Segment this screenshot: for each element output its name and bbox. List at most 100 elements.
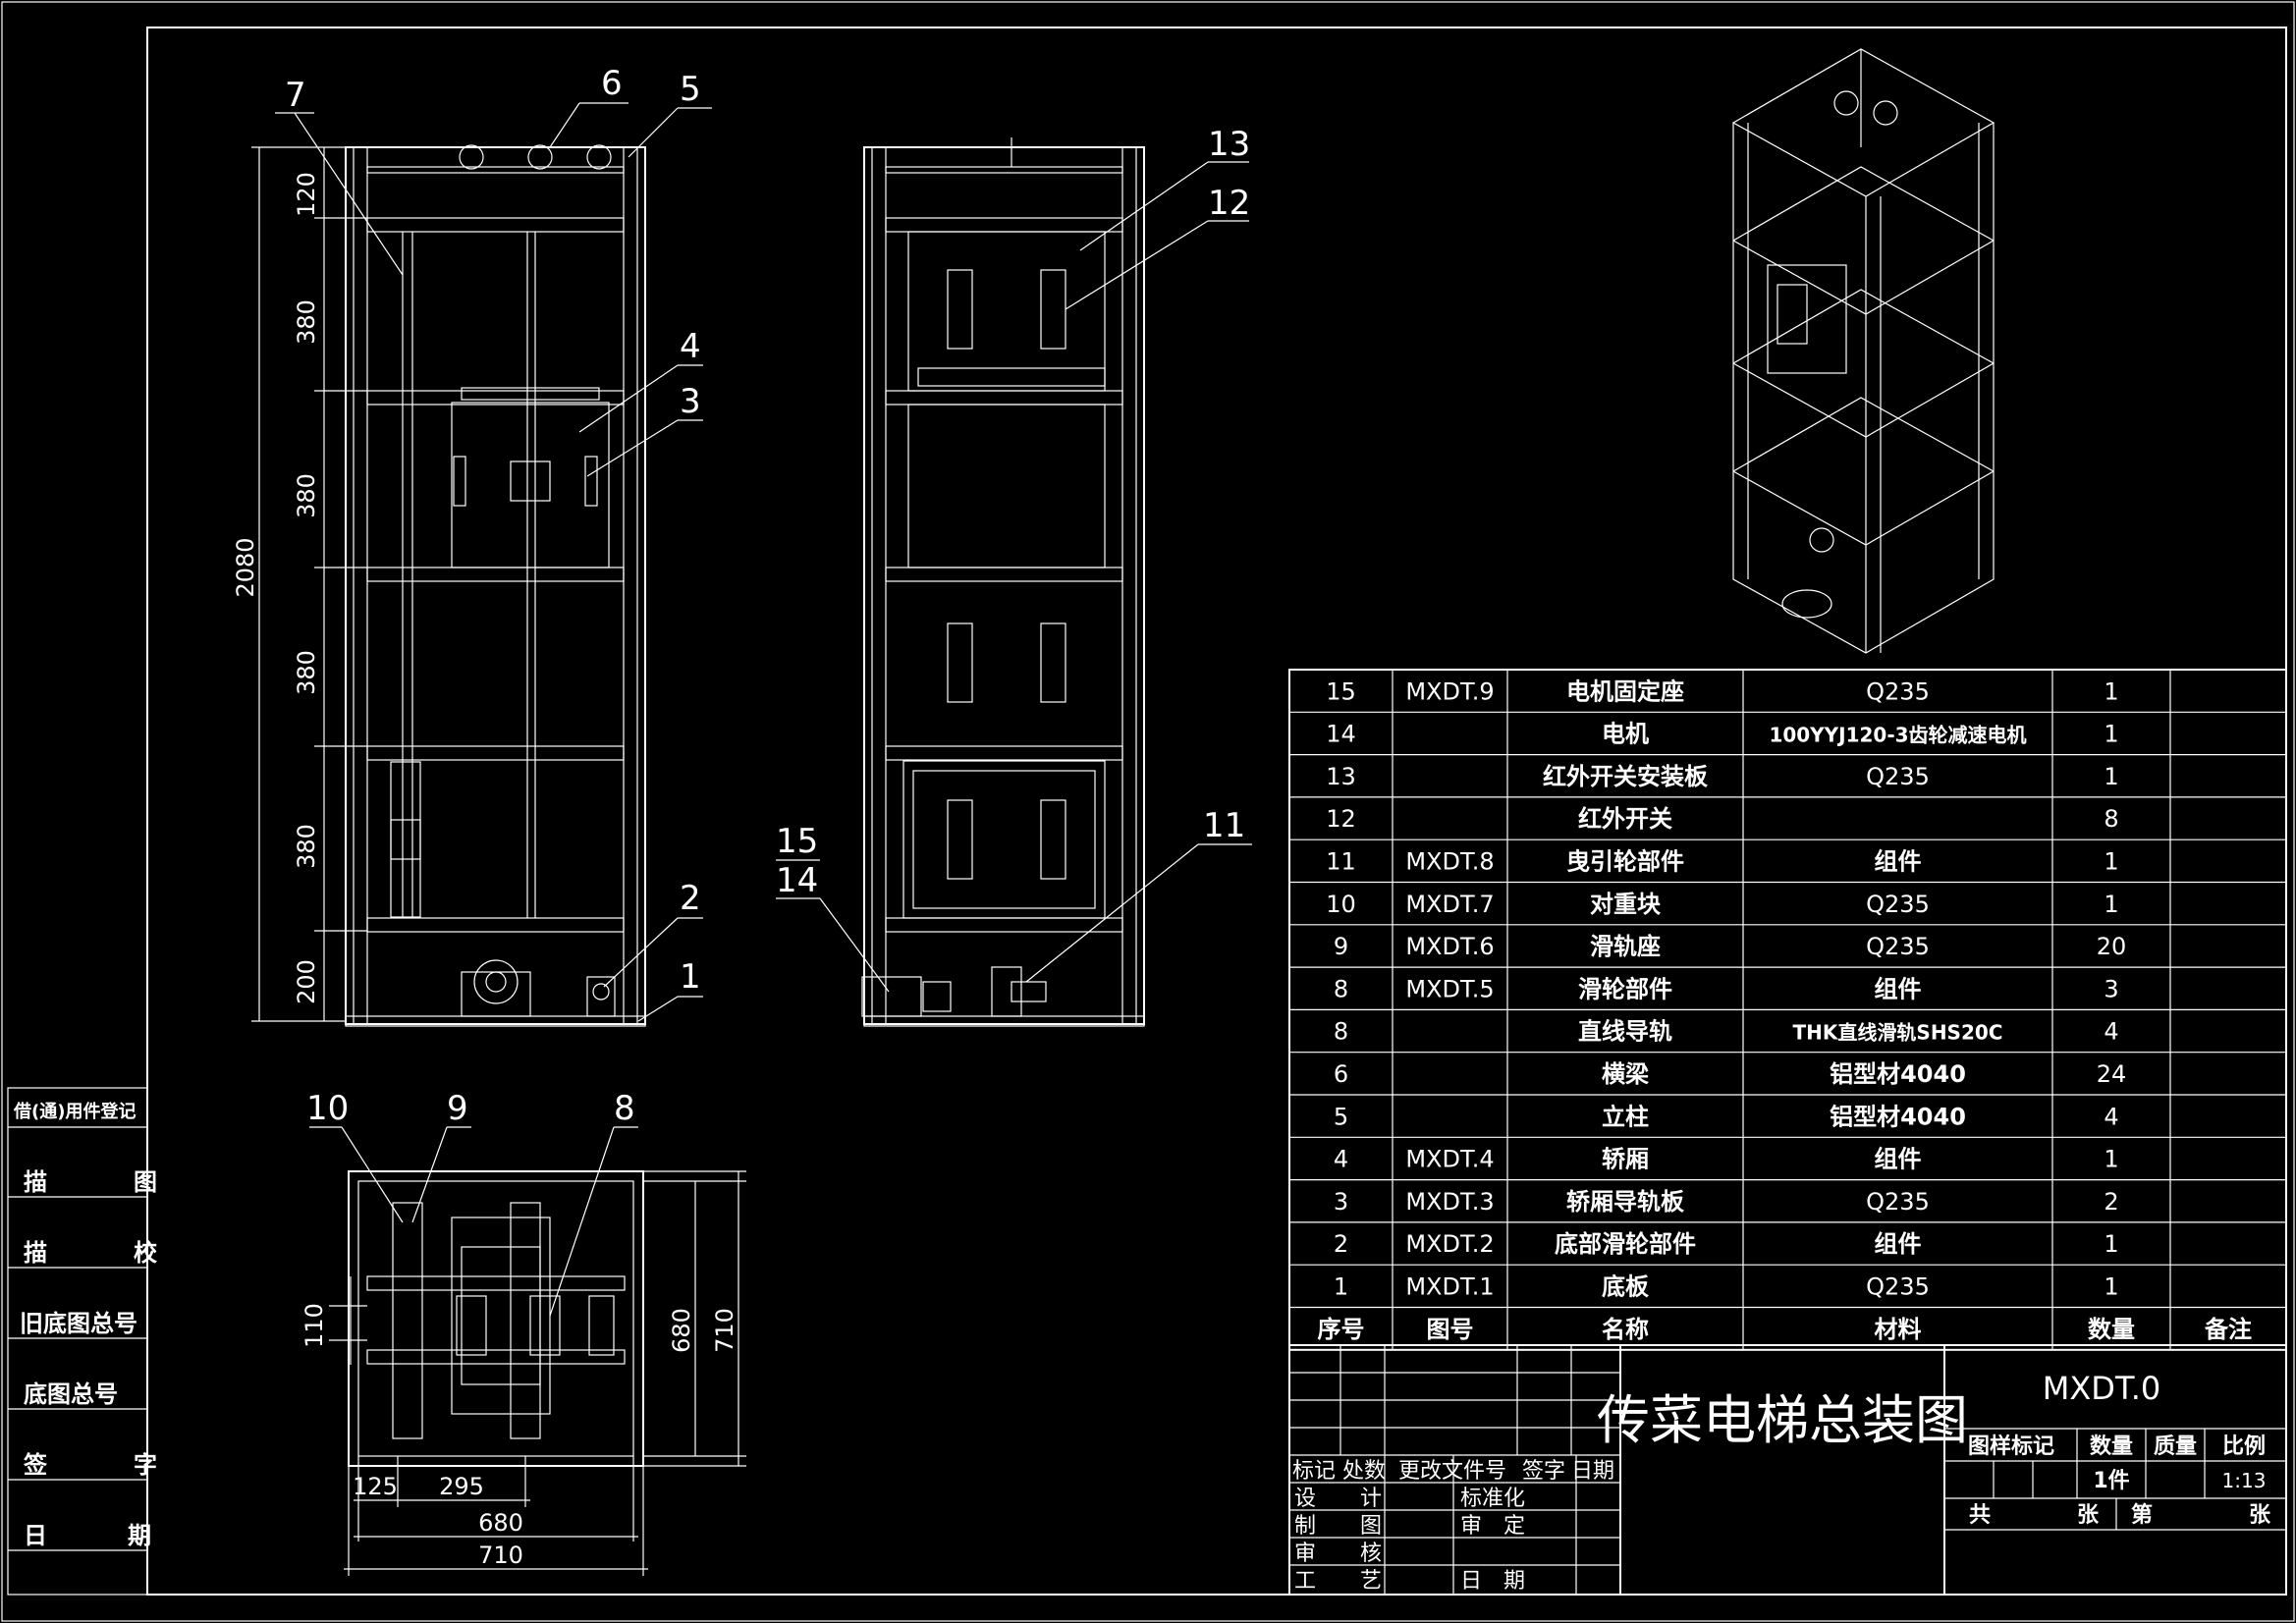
bom-cell: 100YYJ120-3齿轮减速电机 [1769,724,2026,747]
bom-cell: 铝型材4040 [1830,1060,1966,1088]
bom-cell: 立柱 [1602,1103,1649,1130]
bom-cell: 直线导轨 [1578,1018,1672,1046]
registry-label: 校 [134,1239,158,1267]
bom-header-cell: 序号 [1318,1316,1365,1343]
registry-label: 描 [24,1168,47,1196]
callout-label: 13 [1208,125,1250,164]
callout-label: 15 [776,822,818,861]
bom-cell: 15 [1326,677,1356,705]
bom-cell: THK直线滑轨SHS20C [1793,1021,2003,1045]
bom-cell: 4 [2104,1018,2118,1046]
bom-cell: 4 [1334,1146,1348,1173]
dim-overall: 2080 [232,537,259,597]
bom-cell: MXDT.7 [1405,891,1494,918]
isometric-view [1731,48,1995,654]
sign-label: 审 [1294,1542,1316,1566]
bom-cell: Q235 [1866,1273,1930,1301]
bom-cell: 12 [1326,805,1356,833]
bom-cell: 红外开关 [1578,805,1672,833]
bom-cell: MXDT.8 [1405,848,1494,876]
bom-cell: 曳引轮部件 [1566,848,1684,876]
registry-label: 期 [128,1522,151,1549]
callout-label: 7 [285,76,306,115]
bom-cell: 2 [1334,1230,1348,1258]
bom-cell: 6 [1334,1060,1348,1088]
bom-cell: 1 [2104,1273,2118,1301]
registry-label: 图 [134,1168,157,1196]
registry-label: 底图总号 [24,1380,118,1408]
sheet-label: 共 [1969,1503,1991,1528]
registry-sidebar: 借(通)用件登记 描 图 描 校 旧底图总号 底图总号 签 字 日 期 [7,1087,158,1596]
registry-label: 签 [23,1451,48,1479]
bom-cell: 1 [2104,721,2118,748]
sign-label: 核 [1360,1542,1382,1566]
sheet-label: 第 [2131,1502,2153,1528]
bom-cell: MXDT.9 [1405,677,1494,705]
bom-cell: 组件 [1875,975,1922,1002]
bom-cell: 对重块 [1590,891,1661,918]
registry-label: 字 [134,1451,157,1479]
bom-cell: Q235 [1866,763,1930,790]
dim-label: 710 [478,1542,523,1569]
callout-label: 5 [680,70,701,109]
rev-header: 签字 [1522,1459,1565,1484]
drawing-number: MXDT.0 [2043,1370,2160,1407]
bom-cell: 8 [2104,805,2118,833]
sign-label: 工 [1294,1569,1316,1594]
bom-cell: 电机固定座 [1566,677,1684,705]
sign-label: 制 [1294,1514,1316,1539]
callout-label: 9 [447,1089,468,1128]
bom-cell: MXDT.5 [1405,975,1494,1002]
sign-label: 图 [1360,1514,1382,1539]
registry-label: 日 [24,1522,47,1549]
registry-header: 借(通)用件登记 [13,1101,136,1122]
quantity-value: 1件 [2093,1469,2129,1493]
dim-label: 380 [293,650,320,695]
bom-cell: 9 [1334,933,1348,960]
sign-label: 计 [1360,1487,1382,1511]
bom-cell: 组件 [1875,1230,1922,1258]
bom-cell: 13 [1326,763,1356,790]
sheet-label: 张 [2077,1503,2100,1528]
bom-cell: 1 [2104,1146,2118,1173]
callout-label: 1 [680,957,701,997]
bom-cell: 20 [2097,933,2127,960]
bom-cell: 组件 [1875,848,1922,876]
bom-cell: 组件 [1875,1146,1922,1173]
dim-label: 125 [353,1473,398,1500]
dim-label: 110 [301,1303,328,1348]
bom-cell: MXDT.6 [1405,933,1494,960]
bom-header-cell: 数量 [2088,1316,2135,1343]
dim-label: 680 [478,1509,523,1537]
bom-cell: 底板 [1602,1273,1650,1301]
bom-cell: 3 [2104,975,2118,1002]
dim-label: 680 [668,1308,695,1353]
rev-header: 日期 [1571,1459,1614,1484]
bom-cell: 24 [2097,1060,2127,1088]
callout-label: 10 [306,1089,349,1128]
dim-label: 380 [293,473,320,518]
registry-label: 描 [24,1239,47,1267]
bom-cell: 铝型材4040 [1830,1103,1966,1130]
bom-cell: MXDT.1 [1405,1273,1494,1301]
dim-label: 380 [293,299,320,345]
bom-cell: 轿厢导轨板 [1566,1188,1685,1216]
callout-label: 11 [1203,806,1245,845]
bom-cell: 底部滑轮部件 [1555,1230,1696,1258]
rev-header: 更改文件号 [1398,1459,1506,1484]
sign-label: 日 期 [1460,1569,1525,1594]
bom-header-cell: 名称 [1602,1316,1649,1343]
meta-header: 比例 [2222,1434,2266,1459]
bom-cell: Q235 [1866,933,1930,960]
bom-cell: MXDT.4 [1405,1146,1494,1173]
sign-label: 审 定 [1460,1514,1525,1539]
bom-cell: MXDT.3 [1405,1188,1494,1216]
bom-cell: Q235 [1866,891,1930,918]
title-block: 标记 处数 更改文件号 签字 日期 设 计 制 图 审 核 工 艺 标准化 审 … [1288,1344,2287,1596]
dim-label: 200 [293,959,320,1004]
sign-label: 标准化 [1460,1487,1525,1511]
drawing-title: 传菜电梯总装图 [1597,1389,1968,1451]
sheet-label: 张 [2249,1503,2271,1528]
top-view: 110 680 710 125 295 680 710 10 9 8 [301,1089,746,1576]
